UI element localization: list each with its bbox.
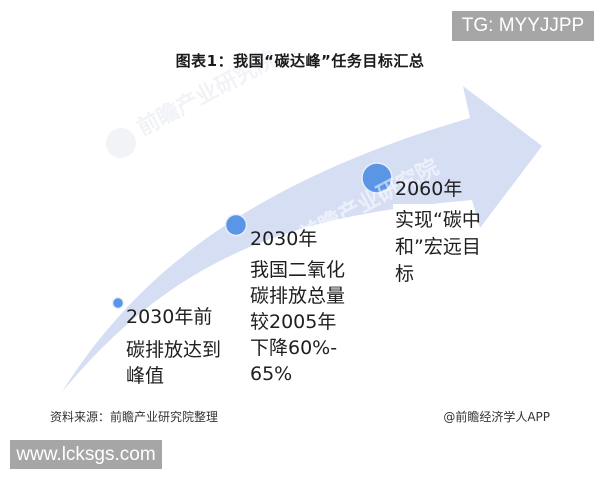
- description-line: 碳排放总量: [250, 285, 346, 307]
- chart-title: 图表1：我国“碳达峰”任务目标汇总: [175, 52, 425, 70]
- milestone-year: 2030年前: [126, 306, 213, 328]
- milestone-2: 2030年 我国二氧化 碳排放总量 较2005年 下降60%- 65%: [250, 227, 345, 387]
- milestone-dot-medium: [224, 213, 248, 237]
- description-line: 标: [395, 263, 415, 285]
- milestone-3: 2060年 实现“碳中 和”宏远目 标: [395, 177, 481, 288]
- milestone-year: 2060年: [395, 178, 463, 200]
- milestone-description: 我国二氧化 碳排放总量 较2005年 下降60%- 65%: [250, 257, 345, 387]
- tg-watermark-badge: TG: MYYJJPP: [452, 11, 594, 41]
- description-line: 较2005年: [250, 311, 337, 333]
- milestone-year: 2030年: [250, 228, 318, 250]
- description-line: 峰值: [126, 365, 165, 387]
- description-line: 下降60%-: [250, 337, 338, 359]
- milestone-dot-small: [111, 296, 125, 310]
- watermark-logo-icon: [106, 128, 136, 158]
- description-line: 我国二氧化: [250, 259, 346, 281]
- description-line: 实现“碳中: [395, 209, 481, 231]
- description-line: 碳排放达到: [126, 339, 222, 361]
- milestone-1: 2030年前 碳排放达到 峰值: [126, 305, 221, 389]
- milestone-3-panel: [393, 204, 473, 294]
- site-watermark-badge: www.lcksgs.com: [10, 440, 162, 469]
- milestone-description: 碳排放达到 峰值: [126, 337, 221, 389]
- milestone-dot-large: [361, 162, 393, 194]
- milestone-description: 实现“碳中 和”宏远目 标: [395, 207, 481, 288]
- credit-note: @前瞻经济学人APP: [443, 410, 550, 424]
- source-note: 资料来源：前瞻产业研究院整理: [50, 410, 219, 424]
- description-line: 和”宏远目: [395, 236, 481, 258]
- description-line: 65%: [250, 363, 293, 385]
- arrow-body: [62, 86, 542, 392]
